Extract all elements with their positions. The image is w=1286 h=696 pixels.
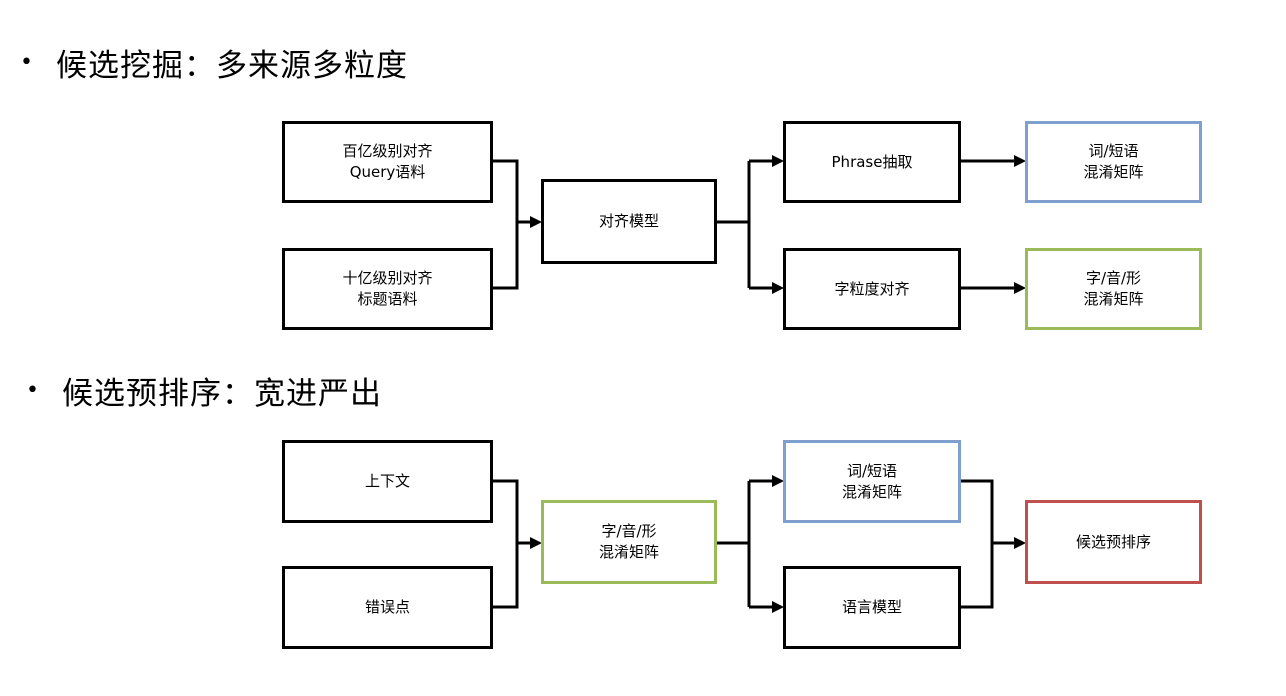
word-confusion-matrix-box: 词/短语 混淆矩阵 <box>1025 121 1202 203</box>
char-confusion-matrix-box: 字/音/形 混淆矩阵 <box>541 500 717 584</box>
section2-heading-line: • 候选预排序：宽进严出 <box>26 368 382 413</box>
box-text-line: 字粒度对齐 <box>834 279 910 298</box>
connector-char-matrix-split <box>715 481 751 607</box>
char-alignment-box: 字粒度对齐 <box>783 248 961 330</box>
box-text-line: 标题语料 <box>357 290 418 308</box>
box-text-line: 混淆矩阵 <box>841 482 902 501</box>
box-text-line: 混淆矩阵 <box>1083 290 1144 308</box>
box-text-line: 上下文 <box>364 472 410 490</box>
connector-error-to-merge <box>491 543 519 609</box>
box-text-line: 十亿级别对齐 <box>342 269 433 287</box>
section1-heading-line: • 候选挖掘：多来源多粒度 <box>20 40 408 85</box>
title-corpus-box: 十亿级别对齐 标题语料 <box>282 248 493 330</box>
arrowhead <box>1014 282 1026 294</box>
candidate-pre-ranking-box: 候选预排序 <box>1025 500 1202 584</box>
bullet-dot: • <box>20 50 34 75</box>
box-text-line: 错误点 <box>364 598 410 616</box>
error-point-box: 错误点 <box>282 566 493 649</box>
bullet-dot: • <box>26 378 40 403</box>
alignment-model-box: 对齐模型 <box>541 179 717 264</box>
box-text-line: 百亿级别对齐 <box>342 142 433 160</box>
connector-language-model-to-merge <box>959 543 994 609</box>
word-confusion-matrix-box: 词/短语 混淆矩阵 <box>783 440 961 523</box>
box-text-line: Phrase抽取 <box>831 152 913 171</box>
connector-context-to-merge <box>491 479 519 543</box>
query-corpus-box: 百亿级别对齐 Query语料 <box>282 121 493 203</box>
arrowhead <box>530 216 542 228</box>
language-model-box: 语言模型 <box>783 566 961 649</box>
box-text-line: 词/短语 <box>1088 142 1139 160</box>
arrowhead <box>772 601 784 613</box>
box-text-line: 对齐模型 <box>598 212 659 230</box>
section1-heading: 候选挖掘：多来源多粒度 <box>55 48 408 84</box>
box-text-line: 字/音/形 <box>1085 269 1142 287</box>
connector-align-model-split <box>715 161 751 288</box>
section2-heading: 候选预排序：宽进严出 <box>61 376 382 412</box>
context-box: 上下文 <box>282 440 493 523</box>
connector-title-to-merge <box>491 222 519 290</box>
box-text-line: 候选预排序 <box>1075 532 1151 551</box>
char-confusion-matrix-box: 字/音/形 混淆矩阵 <box>1025 248 1202 330</box>
arrowhead <box>772 282 784 294</box>
connector-word-matrix-to-merge <box>959 479 994 543</box>
box-text-line: 混淆矩阵 <box>1083 163 1144 181</box>
phrase-extraction-box: Phrase抽取 <box>783 121 961 203</box>
arrowhead <box>530 537 542 549</box>
arrowhead <box>772 155 784 167</box>
box-text-line: 词/短语 <box>846 461 898 480</box>
box-text-line: Query语料 <box>349 163 426 181</box>
box-text-line: 语言模型 <box>841 598 902 616</box>
arrowhead <box>1014 155 1026 167</box>
box-text-line: 字/音/形 <box>601 522 657 540</box>
box-text-line: 混淆矩阵 <box>598 543 659 561</box>
connector-query-to-merge <box>491 159 519 222</box>
arrowhead <box>772 475 784 487</box>
arrowhead <box>1014 537 1026 549</box>
